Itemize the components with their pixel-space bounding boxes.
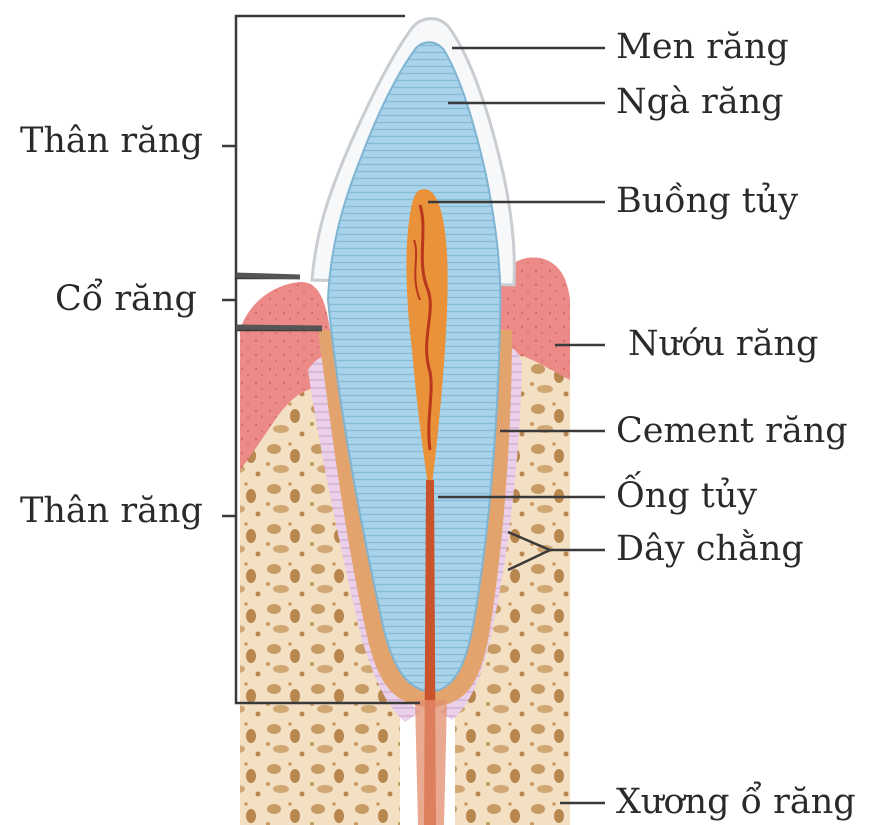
label-pulp-chamber: Buồng tủy bbox=[616, 184, 798, 219]
neck-marker-top bbox=[236, 275, 300, 277]
label-crown: Thân răng bbox=[20, 124, 203, 159]
root-canal-apex bbox=[415, 700, 447, 825]
label-gum: Nướu răng bbox=[628, 327, 818, 362]
label-alveolar-bone: Xương ổ răng bbox=[616, 785, 856, 820]
label-ligament: Dây chằng bbox=[616, 532, 804, 567]
label-neck: Cổ răng bbox=[55, 282, 197, 317]
label-root-canal: Ống tủy bbox=[616, 479, 757, 514]
label-root: Thân răng bbox=[20, 494, 203, 529]
label-dentin: Ngà răng bbox=[616, 85, 784, 120]
label-cementum: Cement răng bbox=[616, 414, 848, 449]
label-enamel: Men răng bbox=[616, 30, 789, 65]
neck-marker-bottom bbox=[236, 327, 322, 328]
